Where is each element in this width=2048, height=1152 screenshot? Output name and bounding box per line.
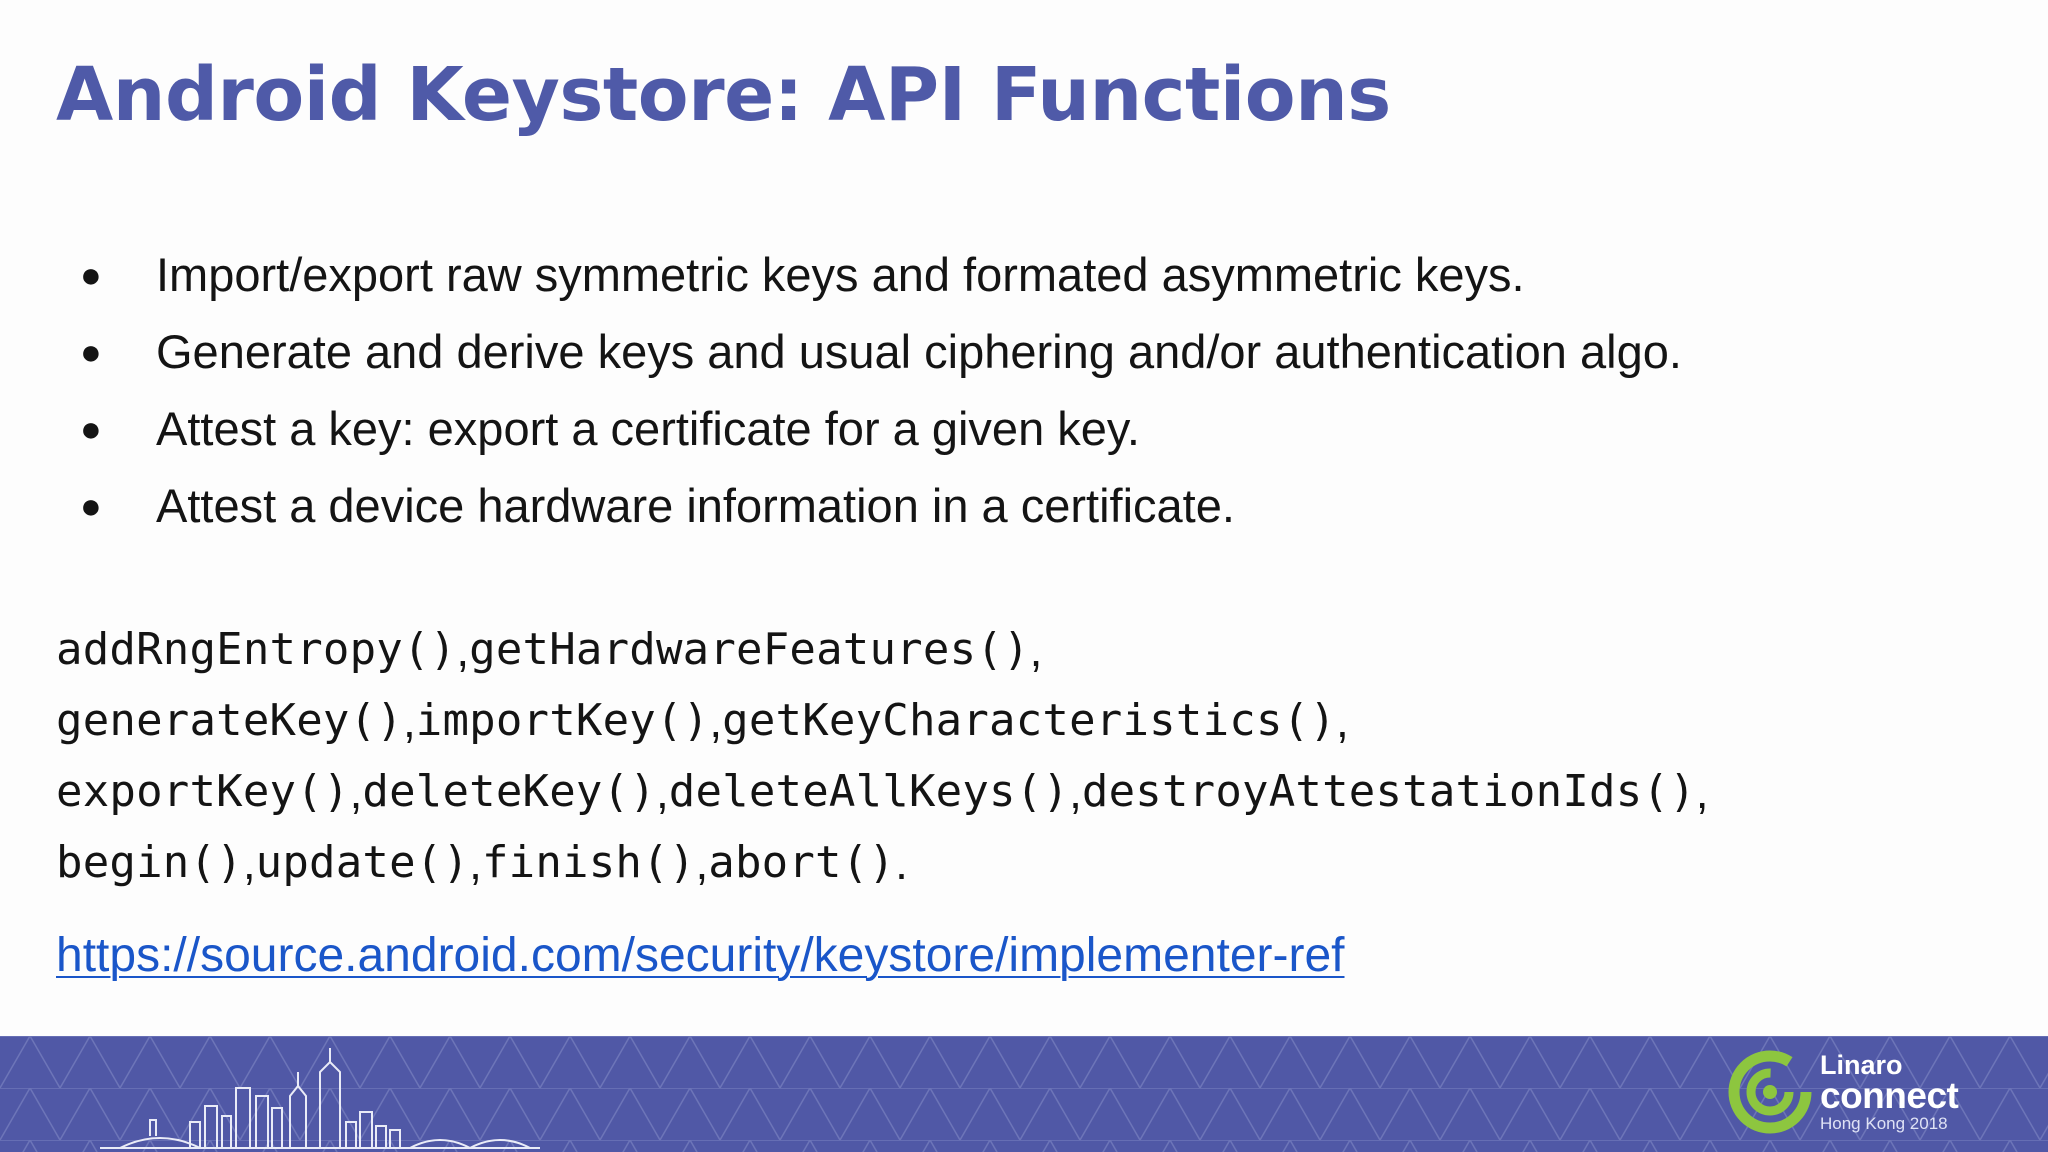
hong-kong-skyline-icon [100,1048,540,1150]
bullet-list: ● Import/export raw symmetric keys and fo… [80,236,1682,544]
brand-connect: connect [1820,1075,1959,1116]
api-function: importKey() [415,695,710,746]
api-function: deleteAllKeys() [668,766,1070,817]
brand-linaro: Linaro [1820,1050,1903,1080]
bullet-text: Generate and derive keys and usual ciphe… [156,325,1682,378]
separator: , [1695,765,1709,818]
api-function: abort() [708,837,896,888]
api-function: deleteKey() [362,766,656,817]
api-function: addRngEntropy() [56,624,457,675]
reference-link[interactable]: https://source.android.com/security/keys… [56,929,1345,982]
footer-pattern [0,1036,2048,1152]
bullet-dot-icon: ● [80,484,102,526]
api-function: finish() [481,837,696,888]
bullet-item: ● Generate and derive keys and usual ciph… [80,313,1682,390]
footer-band [0,1036,2048,1152]
separator: , [242,836,256,889]
slide-title: Android Keystore: API Functions [56,52,1391,138]
api-function: getHardwareFeatures() [469,624,1030,675]
api-line: exportKey(), deleteKey(), deleteAllKeys(… [56,756,1709,827]
api-line: begin(), update(), finish(), abort(). [56,827,1709,898]
api-function: getKeyCharacteristics() [722,695,1337,746]
separator: , [695,836,709,889]
separator: , [402,694,416,747]
api-function: exportKey() [56,766,350,817]
linaro-connect-brand: Linaro connect Hong Kong 2018 [1820,1050,1959,1134]
separator: . [895,836,908,889]
separator: , [1336,694,1349,747]
linaro-connect-logo-icon [1728,1050,1812,1134]
bullet-dot-icon: ● [80,330,102,372]
separator: , [655,765,669,818]
brand-event-location: Hong Kong 2018 [1820,1114,1948,1133]
bullet-dot-icon: ● [80,253,102,295]
api-line: addRngEntropy(), getHardwareFeatures(), [56,614,1709,685]
api-function-list: addRngEntropy(), getHardwareFeatures(), … [56,614,1709,898]
bullet-text: Attest a key: export a certificate for a… [156,402,1140,455]
separator: , [1029,623,1043,676]
separator: , [456,623,470,676]
api-function: update() [255,837,470,888]
api-line: generateKey(), importKey(), getKeyCharac… [56,685,1709,756]
bullet-text: Import/export raw symmetric keys and for… [156,248,1525,301]
api-function: generateKey() [56,695,403,746]
bullet-item: ● Import/export raw symmetric keys and fo… [80,236,1682,313]
api-function: destroyAttestationIds() [1081,766,1696,817]
separator: , [469,836,482,889]
bullet-item: ● Attest a device hardware information in… [80,467,1682,544]
separator: , [1069,765,1082,818]
api-function: begin() [56,837,243,888]
bullet-item: ● Attest a key: export a certificate for … [80,390,1682,467]
separator: , [349,765,363,818]
separator: , [709,694,723,747]
bullet-dot-icon: ● [80,407,102,449]
bullet-text: Attest a device hardware information in … [156,479,1235,532]
